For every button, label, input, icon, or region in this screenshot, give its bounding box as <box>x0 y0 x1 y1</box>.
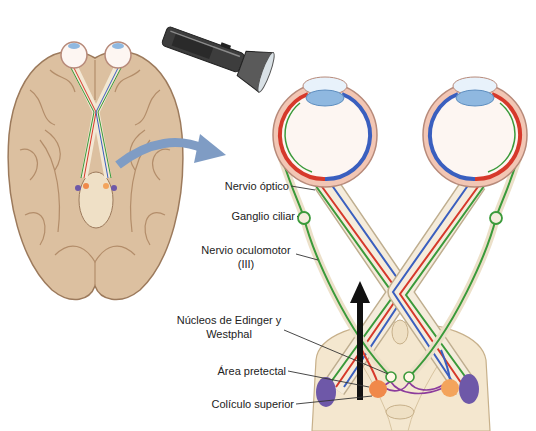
optic-fiber-blue <box>96 68 118 178</box>
pretectal-branch-red <box>362 350 377 381</box>
lens <box>306 90 344 106</box>
structure-label: Ganglio ciliar <box>207 209 295 223</box>
lens-small <box>68 43 80 49</box>
ciliary-ganglion <box>298 212 310 224</box>
leader-lines <box>284 186 388 404</box>
brain-overview <box>8 42 183 300</box>
optic-fiber-red <box>74 68 96 178</box>
retina-green <box>285 103 312 172</box>
zoom-arrow-shaft <box>118 143 204 165</box>
pretectal-edinger-link <box>385 381 443 393</box>
visual-pathway-half-mirrored <box>393 77 527 388</box>
gyrus <box>30 90 55 125</box>
optic-pathway-tube <box>74 66 118 178</box>
cerebral-aqueduct <box>386 405 414 419</box>
brain-outline <box>8 51 183 299</box>
structure-label: Nervio oculomotor (III) <box>194 243 298 271</box>
structure-label: Nervio óptico <box>207 179 289 193</box>
lateral-geniculate-nucleus <box>316 377 336 407</box>
optic-fiber-green <box>71 68 121 178</box>
nucleus-small <box>83 183 89 189</box>
midline-fissure <box>94 60 95 100</box>
flashlight-highlight <box>170 31 240 56</box>
leader-line <box>297 216 298 217</box>
leader-line <box>284 330 388 374</box>
eye-sclera <box>273 83 377 187</box>
pituitary-stalk <box>392 320 408 344</box>
eye-small <box>105 42 131 68</box>
gyrus <box>135 90 160 125</box>
nucleus-small <box>103 183 109 189</box>
pretectal-nucleus <box>369 380 387 398</box>
pretectal-nucleus <box>441 379 459 397</box>
gyrus <box>20 149 37 180</box>
zoom-arrow-head <box>194 134 226 163</box>
flashlight-body <box>161 26 245 73</box>
nucleus-small <box>111 185 117 191</box>
oculomotor-nerve-fiber <box>282 158 391 377</box>
midline-fissure <box>94 262 95 286</box>
lateral-geniculate-nucleus <box>459 374 479 404</box>
eye-interior <box>280 90 370 180</box>
flashlight-grip <box>172 32 214 59</box>
flashlight <box>157 16 277 94</box>
retina-red <box>280 94 325 179</box>
gyrus <box>50 70 75 92</box>
flashlight-switch <box>220 42 231 49</box>
structure-label: Colículo superior <box>186 397 294 411</box>
gyrus <box>145 213 165 245</box>
leader-line <box>296 396 372 404</box>
gyrus <box>25 213 45 245</box>
pretectal-branch-blue <box>441 350 450 380</box>
brain-gyri <box>20 60 170 286</box>
leader-line <box>291 186 315 190</box>
pathway-arrow-head <box>350 281 370 303</box>
temporal-lobe-edge <box>40 140 59 232</box>
oculomotor-nerve-tube <box>282 158 391 377</box>
edinger-westphal-nucleus <box>404 372 414 382</box>
structure-label: Núcleos de Edinger y Westphal <box>176 313 282 341</box>
structure-label: Área pretectal <box>190 364 286 378</box>
eye-small <box>61 42 87 68</box>
leader-line <box>288 371 369 387</box>
cerebellum-edge <box>55 246 135 262</box>
nucleus-small <box>75 185 81 191</box>
flashlight-lens <box>255 51 277 93</box>
visual-pathway-half <box>273 77 407 388</box>
gyrus <box>153 149 170 180</box>
brainstem-small <box>79 172 113 228</box>
leader-line <box>296 254 318 260</box>
retina-blue <box>325 94 370 179</box>
lens-small <box>112 43 124 49</box>
